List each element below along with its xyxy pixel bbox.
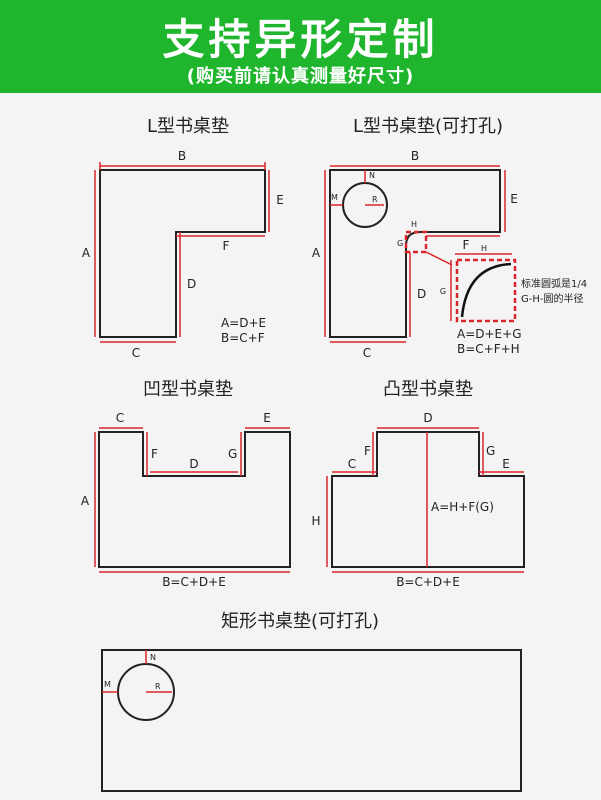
l-shape-title: L型书桌垫 bbox=[147, 116, 229, 137]
label-e: E bbox=[276, 193, 284, 207]
detail-box bbox=[455, 258, 517, 323]
detail-label-h: H bbox=[481, 244, 487, 253]
label-m: M bbox=[331, 193, 338, 202]
label-e: E bbox=[263, 411, 271, 425]
label-b: B bbox=[178, 149, 186, 163]
rect-diagram: 矩形书桌垫(可打孔) R M N bbox=[101, 611, 522, 792]
arc-note-2: G-H-圆的半径 bbox=[521, 292, 584, 305]
banner: 支持异形定制 (购买前请认真测量好尺寸) bbox=[0, 0, 601, 93]
formula-2: B=C+F bbox=[221, 331, 265, 345]
banner-title: 支持异形定制 bbox=[162, 15, 439, 64]
label-c: C bbox=[132, 346, 140, 360]
u-shape-diagram: 凹型书桌垫 C E A F G D B=C+D+E bbox=[81, 379, 291, 589]
rect-title: 矩形书桌垫(可打孔) bbox=[221, 611, 379, 632]
label-h: H bbox=[311, 514, 320, 528]
t-shape-outline bbox=[331, 431, 525, 568]
label-f: F bbox=[151, 447, 158, 461]
label-d: D bbox=[189, 457, 198, 471]
l-shape-diagram: L型书桌垫 B A E F D C A=D+E B=C+F bbox=[82, 116, 284, 360]
label-r: R bbox=[155, 682, 161, 691]
label-a: A bbox=[81, 494, 90, 508]
formula-1: A=D+E+G bbox=[457, 327, 522, 341]
l-shape-hole-outline bbox=[329, 169, 501, 338]
quarter-arc bbox=[460, 262, 512, 318]
arc-note-1: 标准圆弧是1/4 bbox=[521, 277, 587, 290]
label-f: F bbox=[223, 239, 230, 253]
formula: B=C+D+E bbox=[396, 575, 460, 589]
label-d: D bbox=[417, 287, 426, 301]
label-h: H bbox=[411, 220, 417, 229]
label-n: N bbox=[369, 171, 375, 180]
corner-highlight bbox=[404, 230, 428, 254]
label-e: E bbox=[502, 457, 510, 471]
label-g: G bbox=[486, 444, 495, 458]
label-c: C bbox=[116, 411, 124, 425]
formula-1: A=D+E bbox=[221, 316, 266, 330]
label-m: M bbox=[104, 680, 111, 689]
l-shape-hole-title: L型书桌垫(可打孔) bbox=[353, 116, 503, 137]
formula-2: B=C+F+H bbox=[457, 342, 520, 356]
detail-label-g: G bbox=[440, 287, 446, 296]
label-a: A bbox=[312, 246, 321, 260]
label-e: E bbox=[510, 192, 518, 206]
label-r: R bbox=[372, 195, 378, 204]
l-shape-hole-diagram: L型书桌垫(可打孔) R M N B A E F D C H G H bbox=[312, 116, 587, 360]
label-g: G bbox=[397, 239, 403, 248]
label-c: C bbox=[348, 457, 356, 471]
label-g: G bbox=[228, 447, 237, 461]
label-d: D bbox=[423, 411, 432, 425]
t-shape-title: 凸型书桌垫 bbox=[383, 379, 473, 400]
formula: B=C+D+E bbox=[162, 575, 226, 589]
label-b: B bbox=[411, 149, 419, 163]
label-n: N bbox=[150, 653, 156, 662]
label-d: D bbox=[187, 277, 196, 291]
u-shape-outline bbox=[98, 431, 291, 568]
label-c: C bbox=[363, 346, 371, 360]
u-shape-title: 凹型书桌垫 bbox=[143, 379, 233, 400]
label-f: F bbox=[463, 238, 470, 252]
height-formula: A=H+F(G) bbox=[431, 500, 494, 514]
banner-subtitle: (购买前请认真测量好尺寸) bbox=[186, 66, 415, 87]
label-a: A bbox=[82, 246, 91, 260]
label-f: F bbox=[364, 444, 371, 458]
t-shape-diagram: 凸型书桌垫 D C E F G H A=H+F(G) B=C+D+E bbox=[311, 379, 525, 589]
rect-outline bbox=[101, 649, 522, 792]
callout-line bbox=[425, 251, 453, 266]
l-shape-outline bbox=[99, 169, 266, 338]
